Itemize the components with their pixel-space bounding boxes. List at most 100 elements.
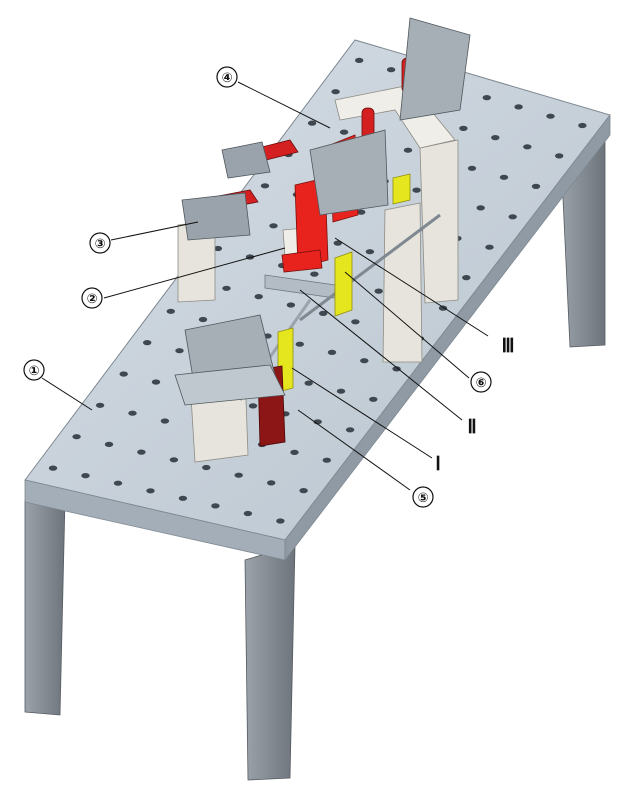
table-hole	[104, 441, 114, 447]
callout-1-label: ①	[28, 364, 39, 379]
table-hole	[319, 310, 328, 316]
callout-3-label: ③	[94, 237, 105, 252]
table-hole	[531, 183, 541, 189]
leader-6	[344, 271, 470, 379]
table-hole	[113, 480, 123, 486]
table-hole	[166, 308, 175, 314]
leader-I	[291, 367, 433, 459]
callout-4: ④	[216, 66, 238, 88]
table-hole	[336, 388, 346, 394]
callout-5: ⑤	[412, 486, 434, 508]
table-hole	[523, 144, 532, 150]
table-hole	[355, 57, 364, 64]
table-hole	[374, 288, 383, 294]
table-hole	[546, 113, 555, 119]
table-hole	[198, 316, 208, 323]
table-legs	[24, 121, 606, 781]
table-hole	[146, 488, 155, 494]
table-hole	[202, 464, 211, 471]
yellow-block-rear	[392, 173, 411, 205]
callout-I-label: Ⅰ	[435, 454, 441, 475]
table-hole	[276, 518, 285, 524]
callout-II-label: Ⅱ	[467, 417, 476, 438]
table-hole	[290, 449, 299, 455]
table-hole	[369, 396, 378, 402]
table-hole	[339, 129, 349, 135]
table-hole	[345, 427, 355, 433]
table-hole	[304, 380, 313, 386]
table-hole	[485, 244, 494, 250]
toggle-clamp-top-4	[399, 17, 471, 121]
rail-III	[299, 213, 441, 322]
rear-support-block	[419, 139, 459, 304]
middle-support-block	[382, 202, 423, 363]
table-hole	[137, 449, 146, 455]
table-hole	[169, 457, 179, 463]
table-hole	[48, 465, 58, 471]
table-hole	[310, 271, 319, 277]
leader-II	[299, 289, 463, 421]
table-hole	[357, 209, 366, 215]
table-hole	[143, 340, 152, 346]
callout-2-label: ②	[86, 292, 97, 307]
table-hole	[322, 457, 331, 463]
table-hole	[81, 473, 90, 479]
table-hole	[327, 349, 337, 355]
table-hole	[360, 358, 369, 364]
table-hole	[403, 147, 413, 153]
yellow-block-6	[334, 251, 353, 317]
leg-front-right	[244, 544, 296, 781]
callout-4-label: ④	[221, 71, 232, 86]
toggle-clamp-middle	[309, 129, 389, 216]
table-hole	[175, 348, 184, 354]
table-hole	[459, 125, 468, 131]
table-hole	[260, 183, 270, 189]
table-hole	[295, 341, 304, 347]
table-hole	[128, 410, 137, 416]
callouts: ① ② ③ ④ ⑤ ⑥ Ⅰ Ⅱ Ⅲ	[23, 66, 515, 508]
table-hole	[482, 95, 491, 101]
table-hole	[267, 480, 276, 486]
leader-5	[297, 409, 411, 491]
leader-lines	[41, 81, 489, 491]
table-hole	[269, 223, 278, 229]
table-hole	[578, 122, 587, 129]
table-hole	[351, 319, 360, 325]
table-hole	[234, 472, 243, 478]
table-hole	[438, 305, 448, 311]
table-hole	[333, 240, 342, 246]
toggle-clamp-upper-left	[221, 141, 271, 179]
callout-2: ②	[81, 287, 103, 309]
table-hole	[211, 503, 220, 509]
table-hole	[178, 495, 188, 501]
table-hole	[151, 379, 161, 385]
leader-2	[103, 247, 286, 299]
callout-1: ①	[23, 359, 45, 381]
leader-1	[41, 377, 93, 411]
table-hole	[119, 371, 128, 377]
table-hole	[160, 418, 170, 424]
table-hole	[467, 165, 477, 171]
table-hole	[508, 214, 517, 220]
table-hole	[392, 366, 401, 372]
toggle-clamp-lower-left-3	[181, 192, 251, 241]
callout-3: ③	[89, 232, 111, 254]
clamp-base-plate-front	[174, 364, 286, 406]
table-hole	[254, 294, 263, 300]
table-hole	[476, 205, 485, 211]
callout-6: ⑥	[470, 371, 492, 393]
welding-table	[24, 39, 611, 562]
table-hole	[307, 120, 317, 126]
table-hole	[514, 104, 523, 110]
table-hole	[412, 187, 421, 193]
callout-III-label: Ⅲ	[501, 336, 514, 357]
table-hole	[222, 285, 231, 291]
table-hole	[243, 510, 253, 517]
table-hole	[72, 434, 81, 440]
table-hole	[95, 402, 105, 408]
table-hole	[499, 174, 509, 180]
table-hole	[213, 245, 223, 252]
callout-6-label: ⑥	[475, 376, 486, 391]
table-hole	[299, 488, 308, 494]
